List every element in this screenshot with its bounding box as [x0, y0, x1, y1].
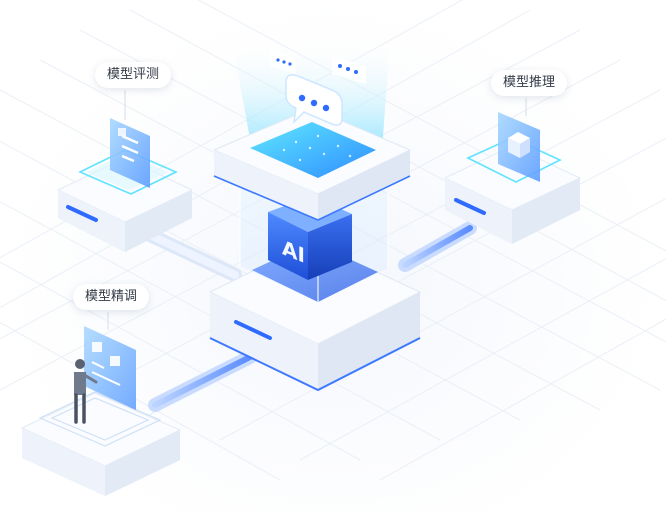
connector-left-top	[143, 228, 242, 282]
chat-bubble-small-right-icon	[332, 56, 366, 84]
node-model-finetune	[20, 326, 182, 496]
label-model-finetune: 模型精调	[73, 284, 150, 310]
label-stems	[107, 90, 527, 330]
chat-bubble-small-left-icon	[270, 50, 296, 74]
node-model-eval	[56, 118, 194, 252]
label-model-inference: 模型推理	[491, 70, 568, 96]
node-model-inference	[443, 112, 582, 244]
ai-chip-label: AI	[282, 236, 305, 268]
label-model-eval: 模型评测	[95, 62, 172, 88]
connector-bottom-left	[148, 350, 257, 412]
connector-right	[398, 221, 477, 272]
document-icon	[110, 118, 150, 188]
central-ai-node: AI	[208, 40, 422, 392]
dashboard-screen-icon	[84, 326, 136, 410]
cube-icon	[498, 112, 540, 182]
chat-bubble-icon	[285, 74, 343, 126]
person-icon	[74, 359, 98, 424]
